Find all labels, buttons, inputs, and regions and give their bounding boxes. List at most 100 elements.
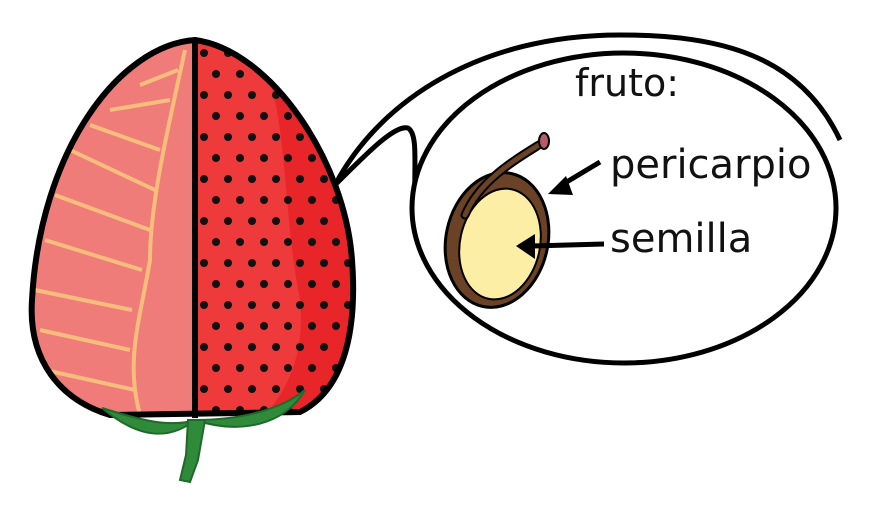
achene-dot <box>248 301 256 309</box>
achene-dot <box>200 343 208 351</box>
achene-dot <box>332 154 340 162</box>
achene-dot <box>200 385 208 393</box>
achene-dot <box>236 322 244 330</box>
achene-dot <box>236 196 244 204</box>
achene-dot <box>236 364 244 372</box>
achene-dot <box>284 238 292 246</box>
achene-dot <box>296 175 304 183</box>
achene-dot <box>224 343 232 351</box>
achene-dot <box>320 133 328 141</box>
stigma <box>538 132 550 150</box>
achene-dot <box>356 280 364 288</box>
achene-dot <box>212 154 220 162</box>
achene-dot <box>284 364 292 372</box>
achene-dot <box>296 91 304 99</box>
achene-dot <box>272 343 280 351</box>
achene-dot <box>308 70 316 78</box>
achene-dot <box>212 112 220 120</box>
achene-dot <box>248 343 256 351</box>
achene-dot <box>320 259 328 267</box>
achene-dot <box>356 322 364 330</box>
achene-dot <box>308 280 316 288</box>
achene-dot <box>296 343 304 351</box>
achene-dot <box>212 280 220 288</box>
achene-dot <box>248 49 256 57</box>
achene-dot <box>200 175 208 183</box>
achene-dot <box>320 217 328 225</box>
achene-dot <box>296 49 304 57</box>
achene-dot <box>320 343 328 351</box>
achene-dot <box>236 280 244 288</box>
achene-dot <box>248 91 256 99</box>
achene-dot <box>200 49 208 57</box>
achene-dot <box>248 175 256 183</box>
achene-dot <box>308 238 316 246</box>
achene-dot <box>296 385 304 393</box>
strawberry <box>28 36 364 484</box>
strawberry-veins <box>34 49 187 415</box>
achene-dot <box>212 238 220 246</box>
achene-dot <box>248 259 256 267</box>
achene-dot <box>320 175 328 183</box>
achene-dot <box>332 280 340 288</box>
achene-dot <box>344 133 352 141</box>
achene-dot <box>308 322 316 330</box>
achene-dot <box>260 112 268 120</box>
achene-dot <box>332 238 340 246</box>
achene-dot <box>296 133 304 141</box>
achene-dot <box>320 49 328 57</box>
achene-dot <box>308 364 316 372</box>
achene-dot <box>332 322 340 330</box>
achene-dot <box>308 112 316 120</box>
achene-dot <box>260 196 268 204</box>
achene-dot <box>212 322 220 330</box>
achene-dot <box>236 70 244 78</box>
achene-dot <box>236 154 244 162</box>
achene-dot <box>356 364 364 372</box>
achene-dot <box>248 385 256 393</box>
achene-dot <box>236 112 244 120</box>
achene-dot <box>344 385 352 393</box>
achene-dot <box>296 217 304 225</box>
achene-dot <box>356 70 364 78</box>
pericarp-arrow <box>548 159 602 195</box>
achene-dot <box>284 196 292 204</box>
pericarp-label: pericarpio <box>610 142 811 188</box>
seed-arrow <box>516 234 605 259</box>
achene-dot <box>200 301 208 309</box>
achene-dot <box>200 91 208 99</box>
achene-dot <box>356 112 364 120</box>
achene-dot <box>272 175 280 183</box>
achene-dot <box>284 112 292 120</box>
achene-dot <box>272 301 280 309</box>
achene-dot <box>212 70 220 78</box>
achene-dot <box>224 259 232 267</box>
achene-dot <box>260 322 268 330</box>
achene-dot <box>284 322 292 330</box>
achene-dot <box>224 301 232 309</box>
achene-dot <box>356 196 364 204</box>
achene-dot <box>224 385 232 393</box>
achene-dot <box>224 217 232 225</box>
achene-dot <box>332 406 340 414</box>
strawberry-leaves <box>101 389 306 484</box>
achene-dot <box>320 301 328 309</box>
achene-dot <box>356 406 364 414</box>
achene-dot <box>224 133 232 141</box>
achene-dot <box>296 301 304 309</box>
achene-dot <box>332 70 340 78</box>
seed-label: semilla <box>610 216 752 262</box>
achene-dot <box>284 70 292 78</box>
achene-dot <box>260 280 268 288</box>
seed <box>458 187 542 301</box>
achene-dot <box>236 238 244 246</box>
achene-dot <box>200 133 208 141</box>
achene-dot <box>212 196 220 204</box>
achene-dot <box>248 133 256 141</box>
achene-dot <box>224 91 232 99</box>
achene-dot <box>272 259 280 267</box>
achene-dot <box>356 238 364 246</box>
achene-dot <box>224 175 232 183</box>
achene-dot <box>260 238 268 246</box>
